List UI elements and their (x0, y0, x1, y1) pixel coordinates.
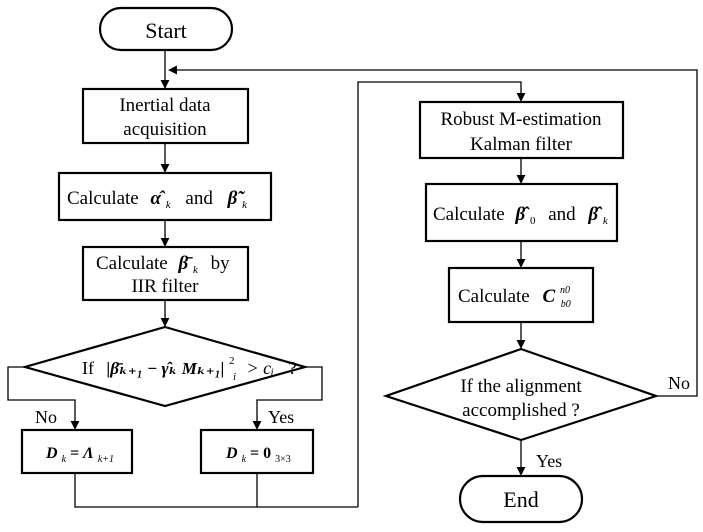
robust-label-line2: Kalman filter (470, 134, 572, 155)
decision2-diamond (382, 347, 660, 442)
calc1-box (57, 171, 273, 222)
calc3-prefix: Calculate (433, 204, 505, 225)
calc4-prefix: Calculate (458, 286, 530, 307)
calc3-node: Calculate β̂ 0 and β̂ k (424, 182, 619, 243)
yes-branch-node: D k = 0 3×3 (199, 428, 315, 475)
decision1-sub: i (233, 371, 236, 383)
edge-decision2-no-loop (168, 65, 698, 397)
inertial-label-line1: Inertial data (119, 95, 211, 116)
calc3-and: and (548, 204, 576, 225)
yes-branch-eq: = 0 (250, 445, 271, 462)
decision1-expr: |β̄ₖ₊₁ − γ̂ₖ Mₖ₊₁| (107, 359, 225, 378)
yes-branch-D-sub: k (242, 454, 247, 465)
calc1-and: and (185, 188, 213, 209)
calc3-box (424, 182, 619, 243)
decision2-label-line2: accomplished ? (462, 400, 580, 421)
start-node: Start (98, 6, 234, 52)
yes-branch-eq-sub: 3×3 (275, 454, 291, 465)
calc1-beta-sub: k (242, 199, 248, 211)
calc3-label: Calculate β̂ 0 and β̂ k (433, 204, 609, 229)
calc4-C-sup: n0 (560, 285, 570, 296)
calc2-node: Calculate β̄ k by IIR filter (81, 245, 250, 302)
inertial-label-line2: acquisition (123, 119, 207, 140)
yes-branch-label: D k = 0 3×3 (225, 445, 291, 466)
no-branch-eq: = Λ (70, 445, 94, 462)
edge-label-yes-left: Yes (268, 407, 294, 427)
calc1-prefix: Calculate (67, 188, 139, 209)
robust-label-line1: Robust M-estimation (441, 109, 602, 130)
calc3-betak: β̂ (587, 204, 603, 225)
end-node: End (458, 474, 584, 524)
edge-decision-yes (252, 366, 323, 430)
edges (7, 50, 698, 508)
decision1-diamond (20, 325, 310, 408)
calc4-C: C (543, 286, 556, 307)
decision1-q: ? (288, 358, 296, 378)
decision1-label: If |β̄ₖ₊₁ − γ̂ₖ Mₖ₊₁| 2 i > cᵢ ? (82, 348, 296, 384)
inertial-box (81, 87, 250, 145)
decision2-label-line1: If the alignment (460, 376, 582, 397)
calc3-beta0-sub: 0 (530, 215, 536, 227)
calc2-box (81, 245, 250, 302)
end-terminal (458, 474, 584, 524)
calc1-label: Calculate α̂ k and β̃ k (67, 188, 248, 213)
edge-label-no-right: No (668, 373, 690, 393)
decision1-node: If |β̄ₖ₊₁ − γ̂ₖ Mₖ₊₁| 2 i > cᵢ ? (20, 325, 310, 408)
no-branch-D: D (45, 445, 58, 462)
calc4-label: Calculate C n0 b0 (458, 277, 575, 310)
calc3-beta0: β̂ (515, 204, 531, 225)
calc3-betak-sub: k (603, 215, 609, 227)
inertial-node: Inertial data acquisition (81, 87, 250, 145)
no-branch-D-sub: k (62, 454, 67, 465)
decision2-node: If the alignment accomplished ? (382, 347, 660, 442)
edge-label-no-left: No (35, 407, 57, 427)
yes-branch-box (199, 428, 315, 475)
calc2-beta-sub: k (193, 264, 199, 276)
robust-node: Robust M-estimation Kalman filter (418, 100, 625, 160)
no-branch-label: D k = Λ k+1 (45, 445, 114, 466)
calc4-box (447, 266, 595, 324)
start-label: Start (145, 18, 187, 43)
no-branch-box (20, 428, 134, 475)
no-branch-node: D k = Λ k+1 (20, 428, 134, 475)
edge-label-yes-right: Yes (536, 451, 562, 471)
calc2-label-line2: IIR filter (131, 276, 199, 297)
calc1-node: Calculate α̂ k and β̃ k (57, 171, 273, 222)
edge-decision-no (7, 366, 80, 430)
no-branch-eq-sub: k+1 (98, 454, 114, 465)
start-terminal (98, 6, 234, 52)
calc2-beta: β̄ (178, 253, 194, 274)
calc1-alpha-sub: k (166, 199, 172, 211)
calc2-by: by (211, 253, 231, 274)
edge-no-merge (74, 473, 358, 508)
decision1-sup: 2 (229, 355, 235, 367)
decision1-gt: > cᵢ (247, 358, 275, 378)
calc4-C-sub: b0 (561, 299, 571, 310)
calc2-prefix: Calculate (96, 253, 168, 274)
decision1-if: If (82, 358, 94, 378)
calc2-label-line1: Calculate β̄ k by (96, 253, 230, 278)
edge-merge-to-robust (357, 81, 526, 507)
end-label: End (503, 487, 538, 512)
robust-box (418, 100, 625, 160)
calc1-alpha: α̂ (151, 188, 167, 209)
yes-branch-D: D (225, 445, 238, 462)
calc4-node: Calculate C n0 b0 (447, 266, 595, 324)
